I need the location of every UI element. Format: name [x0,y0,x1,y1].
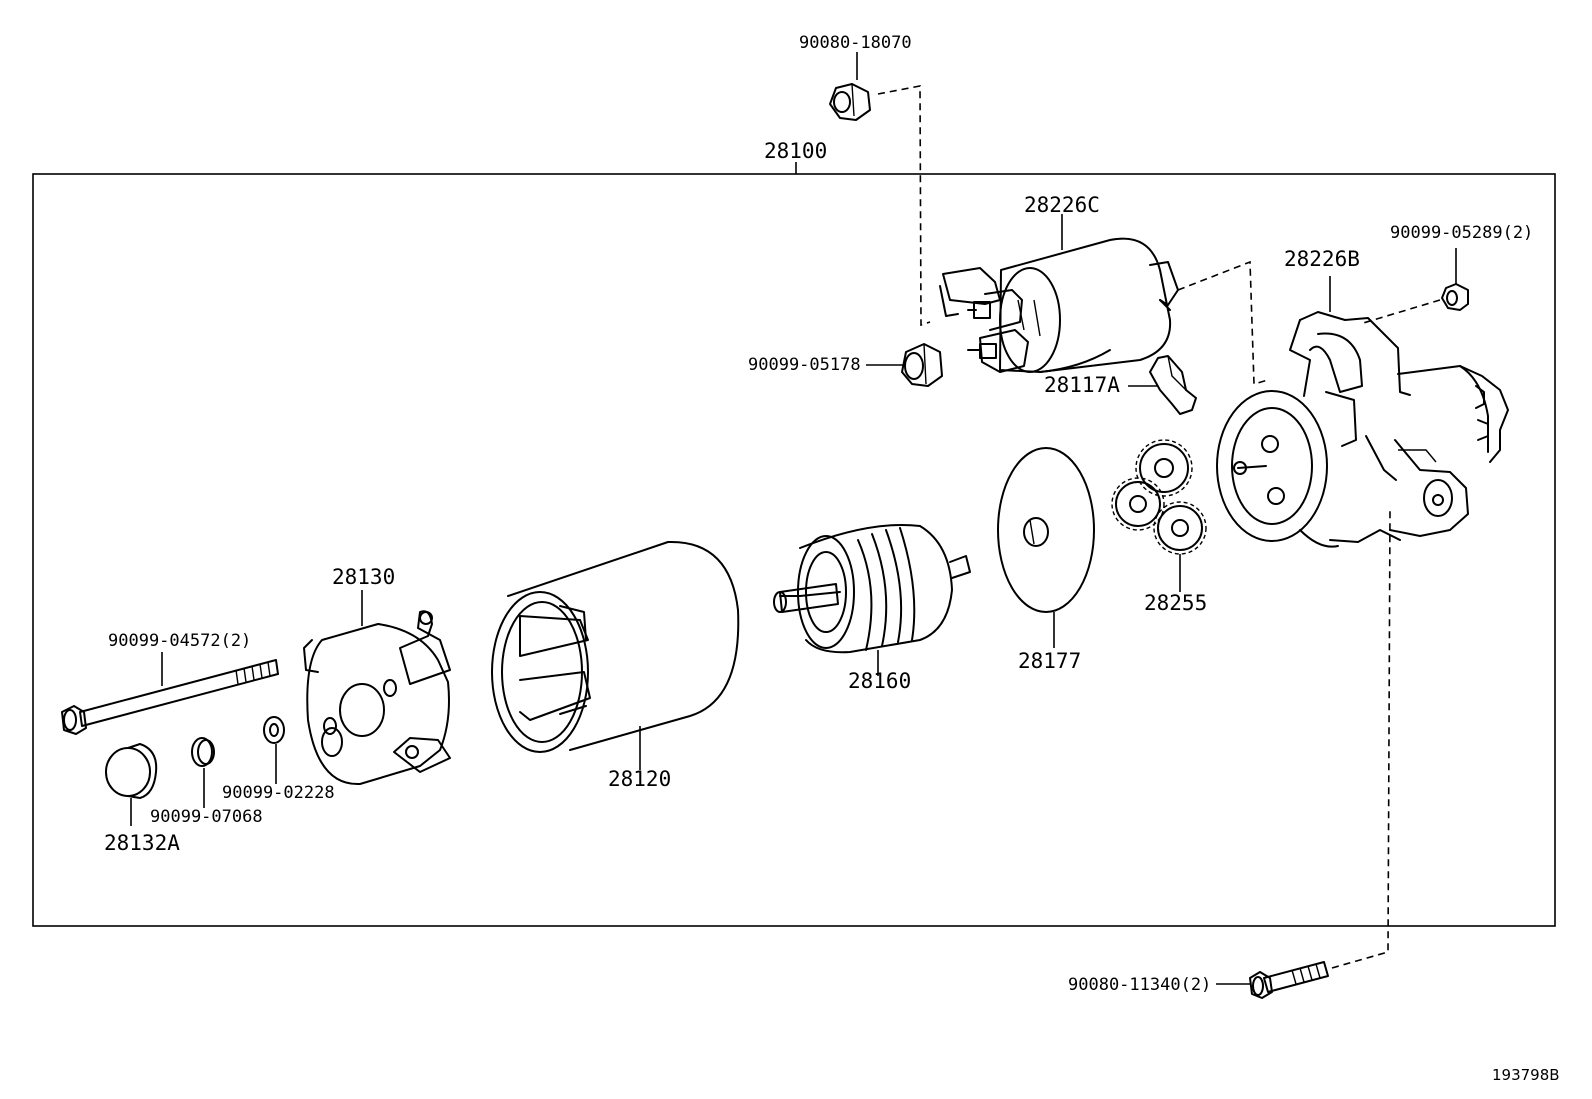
nut-90080-18070[interactable] [829,83,871,121]
label-28132A: 28132A [104,831,180,855]
label-90099-04572: 90099-04572(2) [108,631,251,651]
label-28117A: 28117A [1044,373,1120,397]
plug-28132A[interactable] [105,743,158,799]
armature-28160[interactable] [773,523,971,654]
yoke-28120[interactable] [491,540,740,753]
label-28255: 28255 [1144,591,1207,615]
washer-90099-07068[interactable] [191,737,215,767]
lever-28117A[interactable] [1149,355,1197,415]
label-28226B: 28226B [1284,247,1360,271]
solenoid-28226C[interactable] [939,237,1179,373]
plate-28177[interactable] [997,447,1095,613]
housing-28226B[interactable] [1216,311,1509,548]
label-28160: 28160 [848,669,911,693]
label-90099-05289: 90099-05289(2) [1390,223,1533,243]
label-28100: 28100 [764,139,827,163]
through-bolt-90099-04572[interactable] [61,659,279,735]
label-90099-02228: 90099-02228 [222,783,335,803]
label-90099-07068: 90099-07068 [150,807,263,827]
label-90080-18070: 90080-18070 [799,33,912,53]
washer-90099-02228[interactable] [263,716,285,744]
label-28130: 28130 [332,565,395,589]
label-28226C: 28226C [1024,193,1100,217]
nut-90099-05289[interactable] [1441,283,1469,311]
end-frame-28130[interactable] [303,610,451,786]
label-90080-11340: 90080-11340(2) [1068,975,1211,995]
label-90099-05178: 90099-05178 [748,355,861,375]
bolt-90080-11340[interactable] [1249,961,1329,999]
gears-28255[interactable] [1111,439,1207,555]
label-28120: 28120 [608,767,671,791]
assembly-frame [32,173,1556,927]
label-28177: 28177 [1018,649,1081,673]
figure-reference: 193798B [1492,1066,1560,1084]
nut-90099-05178[interactable] [901,343,943,387]
